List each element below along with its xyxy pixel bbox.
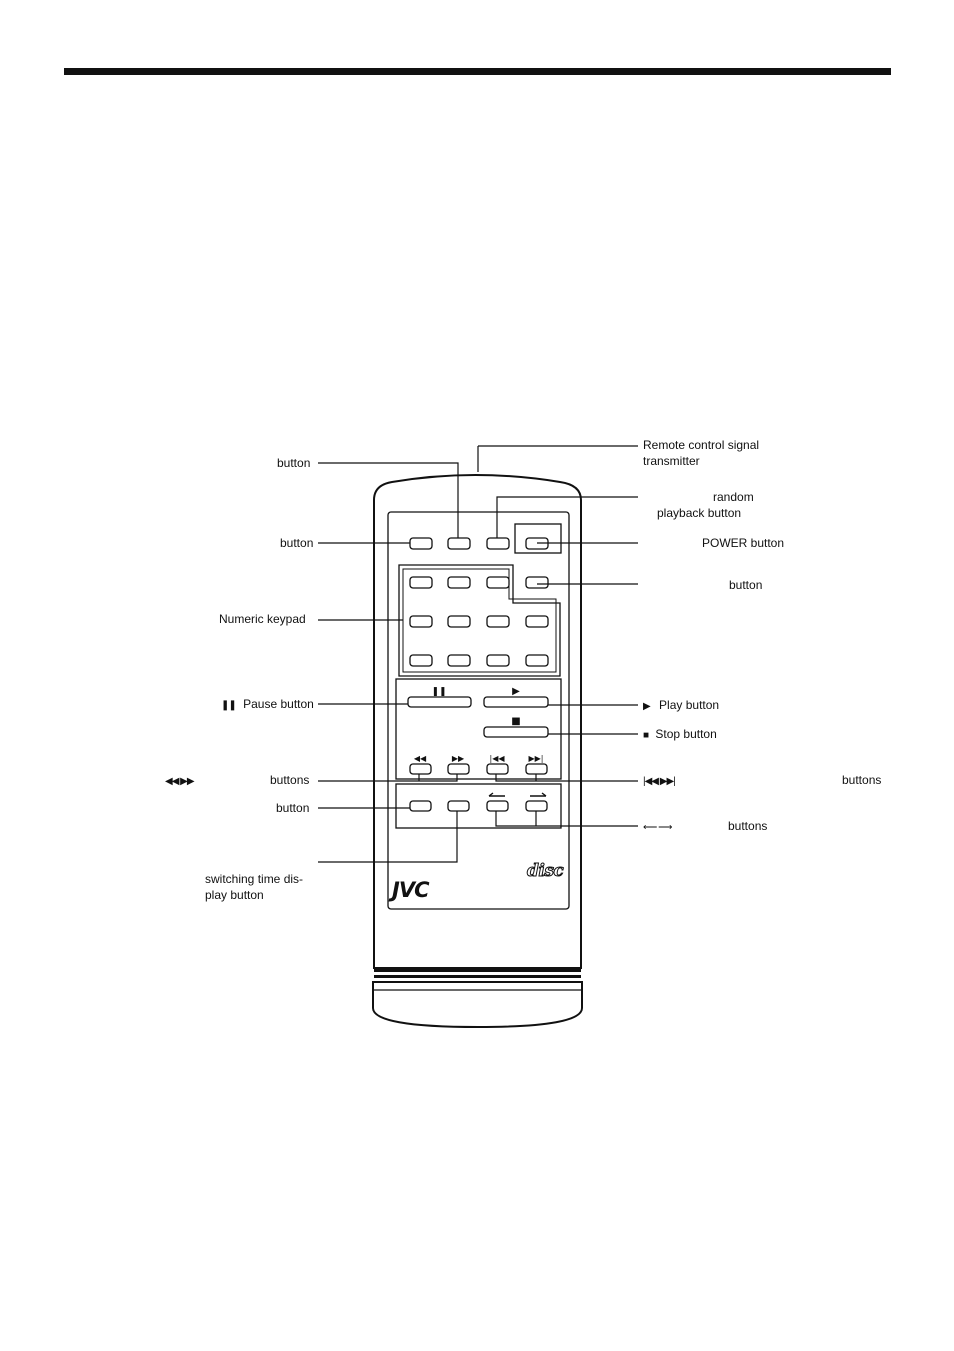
skip-icon: |◀◀ ▶▶| — [643, 776, 676, 787]
rew-key — [409, 763, 432, 775]
label-time-display-1: switching time dis- — [205, 872, 304, 886]
time-display-key — [447, 800, 470, 812]
label-stop-text: Stop button — [655, 727, 717, 741]
label-rew-ff: buttons — [270, 773, 310, 787]
transport-frame — [395, 678, 562, 780]
play-key-glyph: ▶ — [512, 686, 520, 697]
label-play-text: Play button — [659, 698, 720, 712]
remote-body-outline — [373, 474, 582, 969]
right-button — [525, 576, 549, 589]
label-button-d: button — [729, 578, 763, 592]
label-power: POWER button — [702, 536, 785, 550]
rew-ff-icon: ◀◀ ▶▶ — [165, 776, 195, 787]
stop-icon: ■ — [643, 730, 649, 741]
prev-key — [486, 763, 509, 775]
jvc-logo: JVC — [392, 878, 429, 902]
power-box — [514, 523, 562, 554]
header-rule — [64, 68, 891, 75]
top-button-2 — [447, 537, 471, 550]
ff-key-glyph: ▶▶ — [452, 754, 465, 763]
disc-logo: disc — [526, 861, 564, 882]
remote-base-band — [374, 968, 581, 972]
label-time-display-2: play button — [205, 888, 264, 902]
label-stop: ■ Stop button — [643, 726, 717, 744]
keypad-frame — [398, 564, 561, 677]
bottom-frame — [395, 783, 562, 829]
label-pause-text: Pause button — [243, 697, 314, 711]
label-skip-glyph: |◀◀ ▶▶| — [643, 772, 676, 790]
label-skip: buttons — [842, 773, 882, 787]
label-button-c: button — [276, 801, 310, 815]
stop-key-glyph: ■ — [511, 716, 520, 727]
remote-face-panel — [387, 511, 570, 910]
stop-key — [483, 726, 549, 738]
play-key — [483, 696, 549, 708]
label-numeric-keypad: Numeric keypad — [219, 612, 306, 626]
label-rew-ff-glyph: ◀◀ ▶▶ — [165, 772, 195, 790]
pause-key — [407, 696, 472, 708]
label-play: ▶ Play button — [643, 697, 719, 715]
ff-key — [447, 763, 470, 775]
play-icon: ▶ — [643, 701, 651, 712]
random-button — [486, 537, 510, 550]
label-random-1: random — [713, 490, 754, 504]
pause-icon: ❚❚ — [221, 700, 237, 711]
remote-base-cap — [372, 981, 583, 1029]
label-button-b: button — [280, 536, 314, 550]
label-random-2: playback button — [657, 506, 742, 520]
arrows-icon: ⟵ ⟶ — [643, 822, 672, 833]
prev-key-glyph: |◀◀ — [490, 754, 506, 763]
pause-key-glyph: ❚❚ — [431, 687, 446, 697]
label-button-a: button — [277, 456, 311, 470]
next-key-glyph: ▶▶| — [529, 754, 544, 763]
label-transmitter-2: transmitter — [643, 454, 700, 468]
label-arrows: buttons — [728, 819, 768, 833]
label-arrows-glyph: ⟵ ⟶ — [643, 818, 672, 836]
rew-key-glyph: ◀◀ — [414, 754, 427, 763]
label-pause: ❚❚ Pause button — [221, 696, 314, 714]
label-transmitter-1: Remote control signal — [643, 438, 760, 452]
